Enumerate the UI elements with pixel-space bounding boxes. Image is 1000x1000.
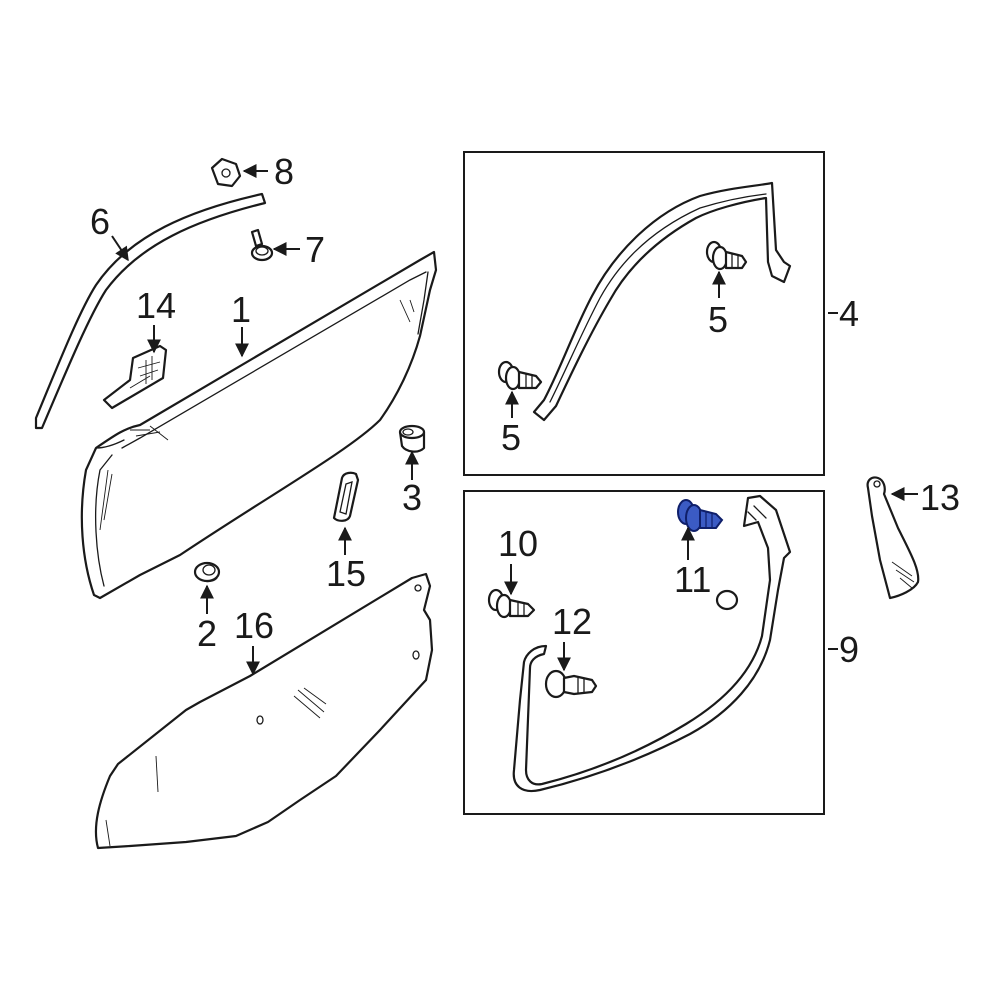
part-5-clip-upper[interactable] bbox=[705, 240, 748, 271]
part-10-clip[interactable] bbox=[487, 588, 536, 619]
part-5-clip-lower[interactable] bbox=[497, 360, 543, 391]
part-8-nut[interactable] bbox=[210, 157, 242, 188]
callout-labels: 1 2 3 4 5 5 6 7 8 9 10 11 12 13 14 15 16 bbox=[90, 151, 960, 670]
callout-14: 14 bbox=[136, 285, 176, 326]
callout-3: 3 bbox=[402, 477, 422, 518]
part-2-grommet[interactable] bbox=[193, 561, 221, 583]
callout-13: 13 bbox=[920, 477, 960, 518]
leader-6 bbox=[111, 235, 129, 262]
part-7-bolt[interactable] bbox=[250, 228, 274, 262]
part-4-weatherstrip[interactable] bbox=[532, 181, 792, 422]
part-11-clip-highlighted[interactable] bbox=[677, 499, 724, 532]
part-1-door-shell[interactable] bbox=[80, 250, 438, 600]
callout-6: 6 bbox=[90, 201, 110, 242]
callout-5-lower: 5 bbox=[501, 417, 521, 458]
part-16-panel[interactable] bbox=[94, 572, 434, 850]
callout-7: 7 bbox=[305, 229, 325, 270]
part-6-molding[interactable] bbox=[34, 192, 267, 430]
callout-2: 2 bbox=[197, 613, 217, 654]
callout-8: 8 bbox=[274, 151, 294, 192]
callout-10: 10 bbox=[498, 523, 538, 564]
callout-16: 16 bbox=[234, 605, 274, 646]
callout-9: 9 bbox=[839, 629, 859, 670]
callout-5-upper: 5 bbox=[708, 299, 728, 340]
part-3-bushing[interactable] bbox=[398, 424, 426, 453]
callout-1: 1 bbox=[231, 289, 251, 330]
group-box-9 bbox=[463, 490, 825, 815]
part-15-pad[interactable] bbox=[332, 471, 360, 522]
part-12-clip[interactable] bbox=[544, 669, 598, 699]
callout-15: 15 bbox=[326, 553, 366, 594]
callout-12: 12 bbox=[552, 601, 592, 642]
part-14-bracket[interactable] bbox=[102, 344, 168, 410]
group-box-4 bbox=[463, 151, 825, 476]
part-9-weatherstrip[interactable] bbox=[512, 494, 792, 793]
part-9-grommet[interactable] bbox=[715, 589, 739, 611]
part-13-trim[interactable] bbox=[866, 476, 920, 600]
callout-11: 11 bbox=[674, 559, 711, 600]
leader-lines bbox=[111, 164, 918, 676]
callout-4: 4 bbox=[839, 293, 859, 334]
